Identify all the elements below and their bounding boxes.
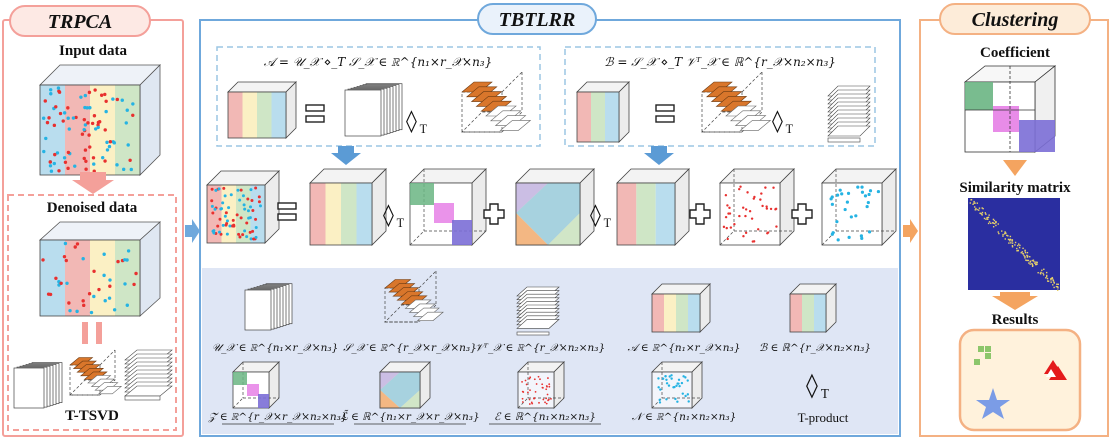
main-plus-2 — [689, 203, 711, 225]
legend-l-tensor — [379, 361, 431, 409]
tsvd-s-slices — [69, 349, 123, 396]
tsvd-v-slices — [124, 349, 173, 401]
legend-b-label: ℬ ∈ ℝ^{r_𝒳×n₂×n₃} — [759, 342, 871, 354]
similarity-matrix-label: Similarity matrix — [959, 180, 1071, 196]
main-tproduct-1: ◊T — [383, 203, 405, 230]
legend-b-tensor — [789, 283, 837, 333]
main-data-tensor — [206, 170, 280, 244]
main-n-tensor — [821, 168, 897, 246]
legend-tproduct-symbol: ◊T — [806, 371, 829, 401]
svg-text:◊: ◊ — [772, 109, 783, 134]
result-cluster-red — [1044, 360, 1067, 380]
main-e-tensor — [719, 168, 795, 246]
svg-text:T: T — [604, 216, 612, 230]
main-z-tensor — [409, 168, 487, 246]
legend-l-label: ℒ̃ ∈ ℝ^{n₁×r_𝒳×r_𝒳×n₃} — [340, 409, 479, 423]
b-down-arrow — [644, 146, 674, 165]
equation-b-text: ℬ = 𝒮_𝒳 ⋄_T 𝒱ᵀ_𝒳 ∈ ℝ^{r_𝒳×n₂×n₃} — [604, 55, 836, 69]
coefficient-label: Coefficient — [980, 45, 1050, 61]
legend-n-tensor — [651, 361, 703, 409]
denoised-data-cube — [38, 221, 162, 317]
clustering-title-pill — [939, 3, 1091, 35]
trpca-title-pill — [9, 5, 151, 37]
tbtlrr-title: TBTLRR — [499, 9, 576, 31]
result-cluster-green — [974, 346, 991, 365]
trpca-equals-left — [82, 322, 88, 344]
middle-to-right-arrow — [903, 219, 918, 243]
tsvd-label: T-TSVD — [65, 408, 119, 424]
equation-b-box — [564, 46, 876, 147]
a-down-arrow — [331, 146, 361, 165]
main-plus-1 — [483, 203, 505, 225]
results-label: Results — [992, 312, 1039, 328]
tsvd-u-slices — [13, 362, 63, 409]
eq-b-tensor — [576, 81, 630, 143]
equation-a-text: 𝒜 = 𝒰_𝒳 ⋄_T 𝒮_𝒳 ∈ ℝ^{n₁×r_𝒳×n₃} — [264, 55, 493, 69]
input-data-label: Input data — [59, 43, 127, 59]
main-plus-3 — [791, 203, 813, 225]
legend-a-tensor — [651, 283, 711, 333]
legend-a-label: 𝒜 ∈ ℝ^{n₁×r_𝒳×n₃} — [628, 342, 741, 354]
eq-b-tproduct: ◊T — [772, 109, 794, 136]
clustering-panel: Clustering Coefficient Similarity matrix… — [919, 3, 1109, 437]
svg-text:◊: ◊ — [590, 203, 601, 228]
svg-text:◊: ◊ — [806, 371, 818, 399]
legend-v-slices — [516, 286, 560, 336]
main-a-tensor — [309, 168, 387, 246]
legend-tproduct-label: T-product — [798, 410, 849, 425]
legend-e-label: ℰ ∈ ℝ^{n₁×n₂×n₃} — [494, 411, 596, 423]
eq-a-tproduct: ◊T — [406, 109, 428, 136]
tsvd-v-cube — [124, 349, 173, 401]
eq-a-s-tensor — [461, 71, 532, 133]
eq-a-u-slices — [344, 83, 403, 137]
trpca-title: TRPCA — [48, 11, 112, 33]
legend-e-tensor — [517, 361, 565, 409]
similarity-heatmap — [968, 198, 1060, 292]
legend-s-label: 𝒮_𝒳 ∈ ℝ^{r_𝒳×r_𝒳×n₃} — [343, 342, 477, 354]
legend-z-tensor — [232, 361, 280, 409]
svg-text:T: T — [821, 386, 829, 401]
heatmap-down-arrow — [992, 292, 1038, 310]
eq-b-equals — [655, 104, 675, 123]
main-b-tensor — [616, 168, 690, 246]
left-to-middle-arrow — [185, 219, 200, 243]
legend-v-label: 𝒱ᵀ_𝒳 ∈ ℝ^{r_𝒳×n₂×n₃} — [475, 342, 605, 354]
equation-a-box — [216, 46, 541, 147]
legend-n-label: 𝒩 ∈ ℝ^{n₁×n₂×n₃} — [632, 411, 737, 423]
legend-z-label: 𝒵̃ ∈ ℝ^{r_𝒳×r_𝒳×n₂×n₃} — [208, 411, 348, 423]
svg-text:T: T — [786, 122, 794, 136]
eq-b-v-slices — [827, 85, 871, 143]
tsvd-s-cube — [69, 349, 123, 396]
input-data-cube — [39, 64, 161, 176]
tbtlrr-title-pill — [477, 3, 597, 35]
trpca-panel: TRPCA Input data Denoised data — [2, 5, 184, 437]
legend-u-label: 𝒰_𝒳 ∈ ℝ^{n₁×r_𝒳×n₃} — [212, 342, 339, 354]
svg-text:◊: ◊ — [406, 109, 417, 134]
legend-u-slices — [244, 283, 293, 331]
eq-a-tensor — [227, 81, 297, 139]
main-l-tensor — [515, 168, 595, 246]
trpca-down-arrow — [72, 172, 114, 194]
svg-text:T: T — [397, 216, 405, 230]
coefficient-cube — [963, 65, 1057, 153]
svg-text:◊: ◊ — [383, 203, 394, 228]
eq-b-s-tensor — [701, 71, 772, 133]
denoised-dashed-box — [7, 194, 177, 431]
main-equals — [277, 202, 297, 221]
result-cluster-blue — [976, 388, 1010, 419]
eq-a-equals — [305, 104, 325, 123]
coef-down-arrow — [1003, 160, 1027, 176]
svg-text:T: T — [420, 122, 428, 136]
legend-s-tensor — [384, 270, 444, 323]
main-tproduct-2: ◊T — [590, 203, 612, 230]
tsvd-u-cube — [13, 362, 63, 409]
clustering-title: Clustering — [972, 9, 1059, 31]
tbtlrr-panel: TBTLRR 𝒜 = 𝒰_𝒳 ⋄_T 𝒮_𝒳 ∈ ℝ^{n₁×r_𝒳×n₃} ℬ… — [199, 3, 901, 437]
denoised-data-label: Denoised data — [47, 200, 138, 216]
trpca-equals-right — [96, 322, 102, 344]
